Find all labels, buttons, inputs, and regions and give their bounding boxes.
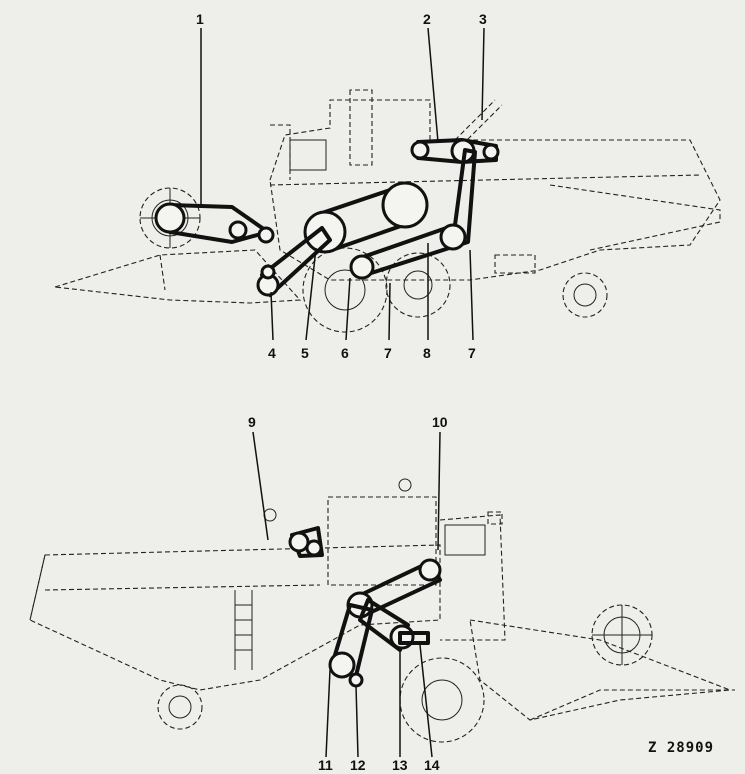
top-belt-drives xyxy=(154,138,500,297)
callout-12: 12 xyxy=(350,757,366,773)
callout-8: 8 xyxy=(423,345,431,361)
belt-14 xyxy=(398,631,430,645)
callout-7a: 7 xyxy=(384,345,392,361)
belt-1 xyxy=(168,203,270,244)
bottom-label-group: 9 10 11 12 13 14 xyxy=(248,414,448,773)
figure-reference: Z 28909 xyxy=(648,740,714,756)
callout-10: 10 xyxy=(432,414,448,430)
callout-7b: 7 xyxy=(468,345,476,361)
top-label-group: 1 2 3 4 5 6 7 8 7 xyxy=(196,11,487,361)
callout-13: 13 xyxy=(392,757,408,773)
top-machine-outline xyxy=(54,89,721,333)
callout-4: 4 xyxy=(268,345,276,361)
callout-6: 6 xyxy=(341,345,349,361)
callout-9: 9 xyxy=(248,414,256,430)
callout-3: 3 xyxy=(479,11,487,27)
callout-2: 2 xyxy=(423,11,431,27)
callout-14: 14 xyxy=(424,757,440,773)
bottom-belt-drives xyxy=(288,526,442,688)
bottom-callouts xyxy=(252,431,441,758)
callout-1: 1 xyxy=(196,11,204,27)
top-callouts xyxy=(200,27,485,341)
callout-5: 5 xyxy=(301,345,309,361)
callout-11: 11 xyxy=(318,757,333,773)
